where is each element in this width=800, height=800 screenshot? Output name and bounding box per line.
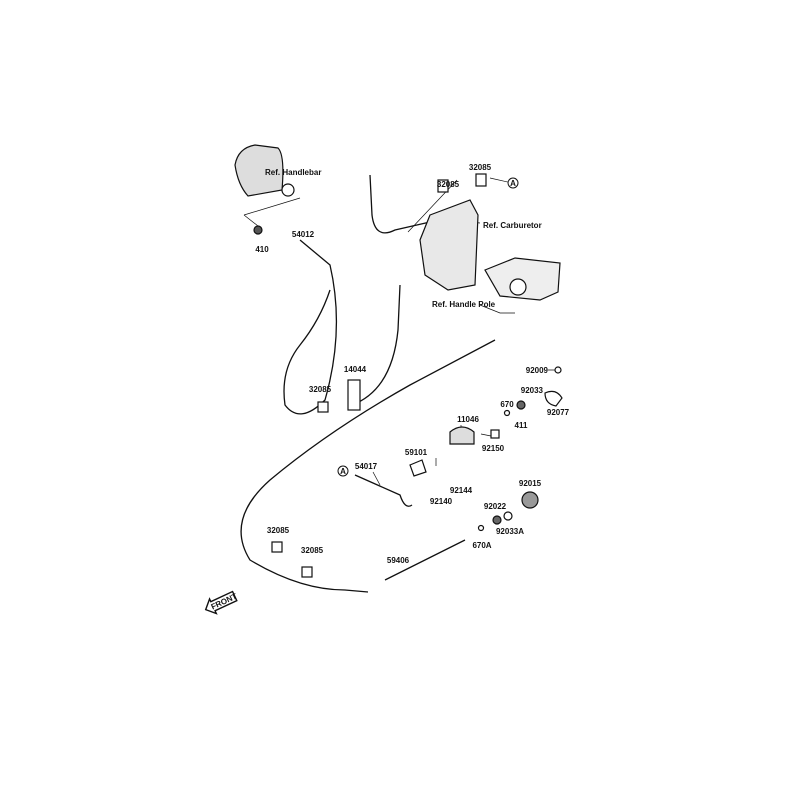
ref-marker-label: A bbox=[340, 467, 346, 476]
part-92015 bbox=[521, 491, 539, 509]
throttle-cable bbox=[283, 239, 338, 415]
part-label: 32085 bbox=[267, 526, 290, 535]
part-label: 92140 bbox=[430, 497, 453, 506]
handle-pole-plate bbox=[484, 257, 561, 301]
part-label: 410 bbox=[255, 245, 269, 254]
part-label: 92144 bbox=[450, 486, 473, 495]
cable-59406 bbox=[384, 539, 466, 581]
part-label: 59406 bbox=[387, 556, 410, 565]
part-label: 32085 bbox=[469, 163, 492, 172]
carburetor-body bbox=[419, 199, 479, 291]
part-label: 92022 bbox=[484, 502, 507, 511]
carb-cable bbox=[369, 174, 431, 234]
pole-cable bbox=[351, 284, 401, 406]
clip-32085-c bbox=[271, 541, 283, 553]
part-label: 14044 bbox=[344, 365, 367, 374]
clip-32085-a bbox=[475, 173, 487, 187]
handlebar-housing bbox=[234, 144, 284, 197]
part-label: Ref. Handle Pole bbox=[432, 300, 496, 309]
front-arrow: FRONT bbox=[204, 590, 239, 615]
part-411 bbox=[516, 400, 526, 410]
part-label: 92009 bbox=[526, 366, 549, 375]
part-label: 411 bbox=[515, 421, 528, 430]
part-11046 bbox=[449, 426, 475, 445]
part-label: 54017 bbox=[355, 462, 378, 471]
part-92009 bbox=[554, 366, 562, 374]
part-label: 92015 bbox=[519, 479, 542, 488]
part-label: 670 bbox=[500, 400, 514, 409]
part-670a bbox=[477, 524, 485, 532]
part-label: 32085 bbox=[301, 546, 324, 555]
part-label: 59101 bbox=[405, 448, 428, 457]
part-label: 54012 bbox=[292, 230, 315, 239]
plate-hole bbox=[509, 278, 527, 296]
part-670 bbox=[503, 409, 511, 417]
part-label: 32085 bbox=[309, 385, 332, 394]
part-410 bbox=[253, 225, 263, 235]
part-label: 92033 bbox=[521, 386, 544, 395]
ref-marker-a-top: A bbox=[507, 177, 519, 189]
part-label: Ref. Carburetor bbox=[483, 221, 542, 230]
part-92150 bbox=[490, 429, 500, 439]
clip-32085 bbox=[317, 401, 329, 413]
clip-32085-d bbox=[301, 566, 313, 578]
clip-32085-b bbox=[437, 179, 449, 193]
front-arrow-label: FRONT bbox=[210, 592, 239, 612]
part-label: 92150 bbox=[482, 444, 505, 453]
front-arrow-icon bbox=[204, 590, 238, 615]
handlebar-knob bbox=[281, 183, 295, 197]
part-label: Ref. Handlebar bbox=[265, 168, 321, 177]
part-label: 670A bbox=[472, 541, 491, 550]
ref-marker-label: A bbox=[510, 179, 516, 188]
part-label: 92033A bbox=[496, 527, 524, 536]
part-label: 11046 bbox=[457, 415, 479, 424]
part-59101 bbox=[409, 459, 427, 477]
part-label: 92077 bbox=[547, 408, 570, 417]
ref-marker-a-bottom: A bbox=[337, 465, 349, 477]
cables bbox=[240, 174, 558, 593]
cable-54017 bbox=[354, 474, 413, 507]
part-14044 bbox=[347, 379, 361, 411]
part-92033a bbox=[503, 511, 513, 521]
part-label: 32085 bbox=[437, 180, 460, 189]
part-92077 bbox=[544, 390, 563, 407]
choke-cable bbox=[240, 339, 496, 593]
part-92022 bbox=[492, 515, 502, 525]
